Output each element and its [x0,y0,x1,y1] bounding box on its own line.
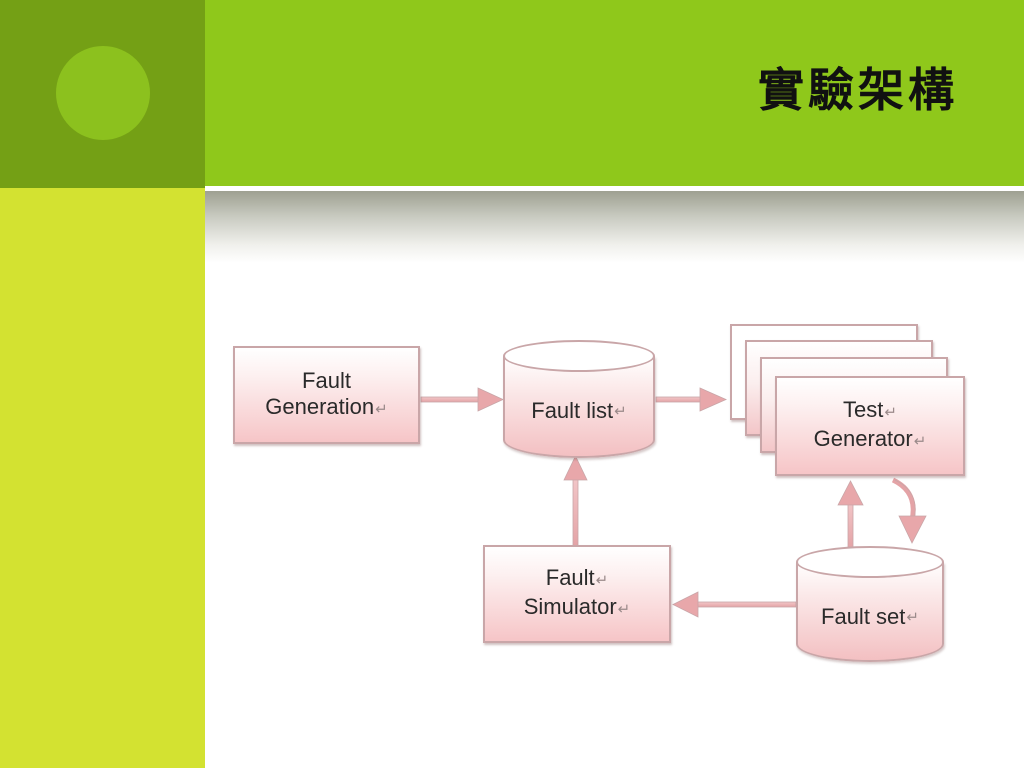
arrow-simulator-to-list [563,455,588,547]
sidebar-bottom-block [0,188,205,768]
test-generator-line1: Test [843,397,884,422]
title-divider [205,186,1024,191]
arrow-generator-to-set [891,477,927,544]
fault-generation-line2: Generation [265,393,375,419]
fault-generation-line1: Fault [302,367,351,393]
decorative-circle [56,46,150,140]
cylinder-top [503,340,655,372]
test-generator-node: Test↵ Generator↵ [775,376,965,476]
fault-simulator-node: Fault↵ Simulator↵ [483,545,671,643]
fault-list-label: Fault list [531,398,614,423]
cylinder-top [796,546,944,578]
return-mark: ↵ [595,572,609,589]
title-bar [205,0,1024,188]
fault-set-label: Fault set [821,604,906,629]
gradient-band [205,191,1024,263]
fault-generation-node: Fault Generation↵ [233,346,420,444]
test-generator-line2: Generator [813,426,913,451]
return-mark: ↵ [375,400,388,418]
arrow-set-to-generator [837,480,864,549]
return-mark: ↵ [913,433,927,450]
fault-simulator-line1: Fault [545,565,595,590]
arrow-generation-to-list [420,387,504,412]
return-mark: ↵ [906,609,919,626]
slide-title: 實驗架構 [758,63,958,117]
arrow-list-to-generator [655,387,727,412]
fault-list-node: Fault list↵ [503,340,655,458]
fault-simulator-line2: Simulator [523,594,617,619]
arrow-set-to-simulator [672,591,797,618]
return-mark: ↵ [884,404,897,421]
return-mark: ↵ [614,403,627,420]
cylinder-body [503,356,655,458]
return-mark: ↵ [617,601,631,618]
fault-set-node: Fault set↵ [796,546,944,662]
cylinder-body [796,562,944,662]
